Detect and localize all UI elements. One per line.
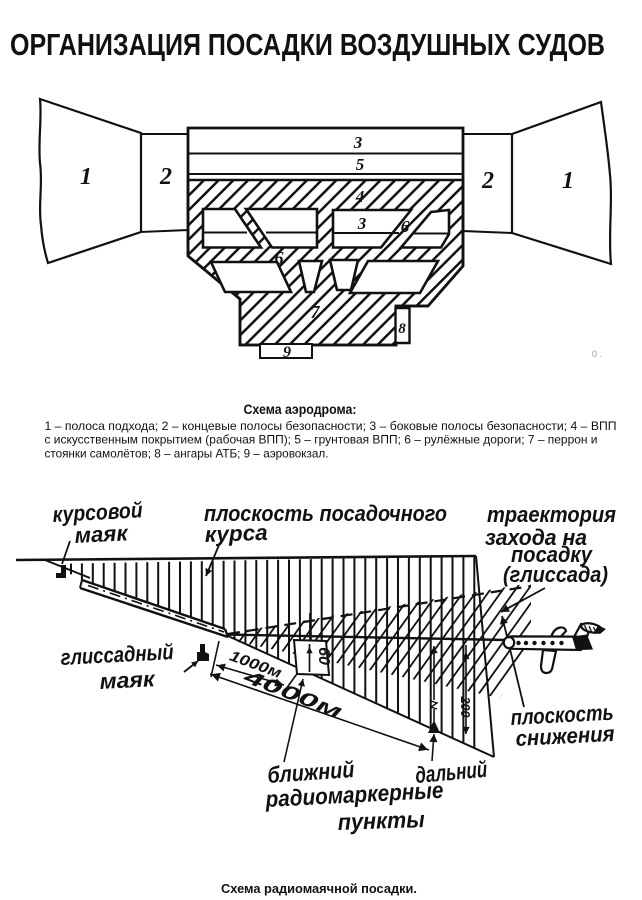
svg-text:курса: курса bbox=[204, 520, 268, 547]
svg-text:Схема аэродрома:: Схема аэродрома: bbox=[244, 402, 357, 417]
svg-text:маяк: маяк bbox=[74, 520, 130, 548]
svg-text:курсовой: курсовой bbox=[52, 497, 144, 527]
svg-text:с искусственным покрытием (раб: с искусственным покрытием (рабочая ВПП);… bbox=[45, 433, 598, 447]
svg-text:стоянки самолётов; 8 – ангары: стоянки самолётов; 8 – ангары АТБ; 9 – а… bbox=[45, 446, 329, 460]
svg-text:3: 3 bbox=[353, 133, 363, 152]
svg-text:глиссадный: глиссадный bbox=[60, 639, 175, 670]
svg-text:захода на: захода на bbox=[485, 525, 587, 550]
svg-text:2: 2 bbox=[481, 168, 494, 194]
svg-text:ближний: ближний bbox=[267, 756, 356, 788]
svg-text:4: 4 bbox=[355, 187, 365, 206]
svg-text:пункты: пункты bbox=[337, 806, 425, 835]
svg-text:плоскость посадочного: плоскость посадочного bbox=[204, 501, 447, 526]
svg-text:(глиссада): (глиссада) bbox=[503, 562, 608, 587]
svg-text:1: 1 bbox=[80, 164, 92, 190]
svg-text:8: 8 bbox=[398, 321, 406, 337]
svg-text:5: 5 bbox=[356, 155, 365, 174]
svg-text:9: 9 bbox=[283, 344, 291, 361]
svg-text:маяк: маяк bbox=[99, 666, 157, 694]
svg-text:3: 3 bbox=[357, 214, 367, 233]
svg-text:1: 1 bbox=[562, 168, 574, 194]
svg-text:дальний: дальний bbox=[414, 756, 488, 788]
svg-text:7: 7 bbox=[311, 302, 321, 322]
svg-text:6: 6 bbox=[401, 217, 410, 236]
svg-text:6: 6 bbox=[275, 248, 284, 268]
svg-text:60: 60 bbox=[315, 647, 332, 665]
svg-text:2: 2 bbox=[159, 164, 172, 190]
svg-text:посадку: посадку bbox=[511, 542, 594, 567]
svg-text:снижения: снижения bbox=[515, 721, 615, 751]
svg-text:Схема радиомаячной посадки.: Схема радиомаячной посадки. bbox=[221, 881, 417, 896]
svg-text:траектория: траектория bbox=[487, 502, 616, 527]
svg-text:1 – полоса подхода; 2 – концев: 1 – полоса подхода; 2 – концевые полосы … bbox=[45, 419, 617, 433]
svg-text:0 .: 0 . bbox=[592, 349, 602, 359]
svg-text:ОРГАНИЗАЦИЯ ПОСАДКИ ВОЗДУШНЫХ: ОРГАНИЗАЦИЯ ПОСАДКИ ВОЗДУШНЫХ СУДОВ bbox=[10, 27, 605, 62]
svg-text:200: 200 bbox=[458, 696, 472, 718]
svg-text:плоскость: плоскость bbox=[510, 700, 614, 730]
